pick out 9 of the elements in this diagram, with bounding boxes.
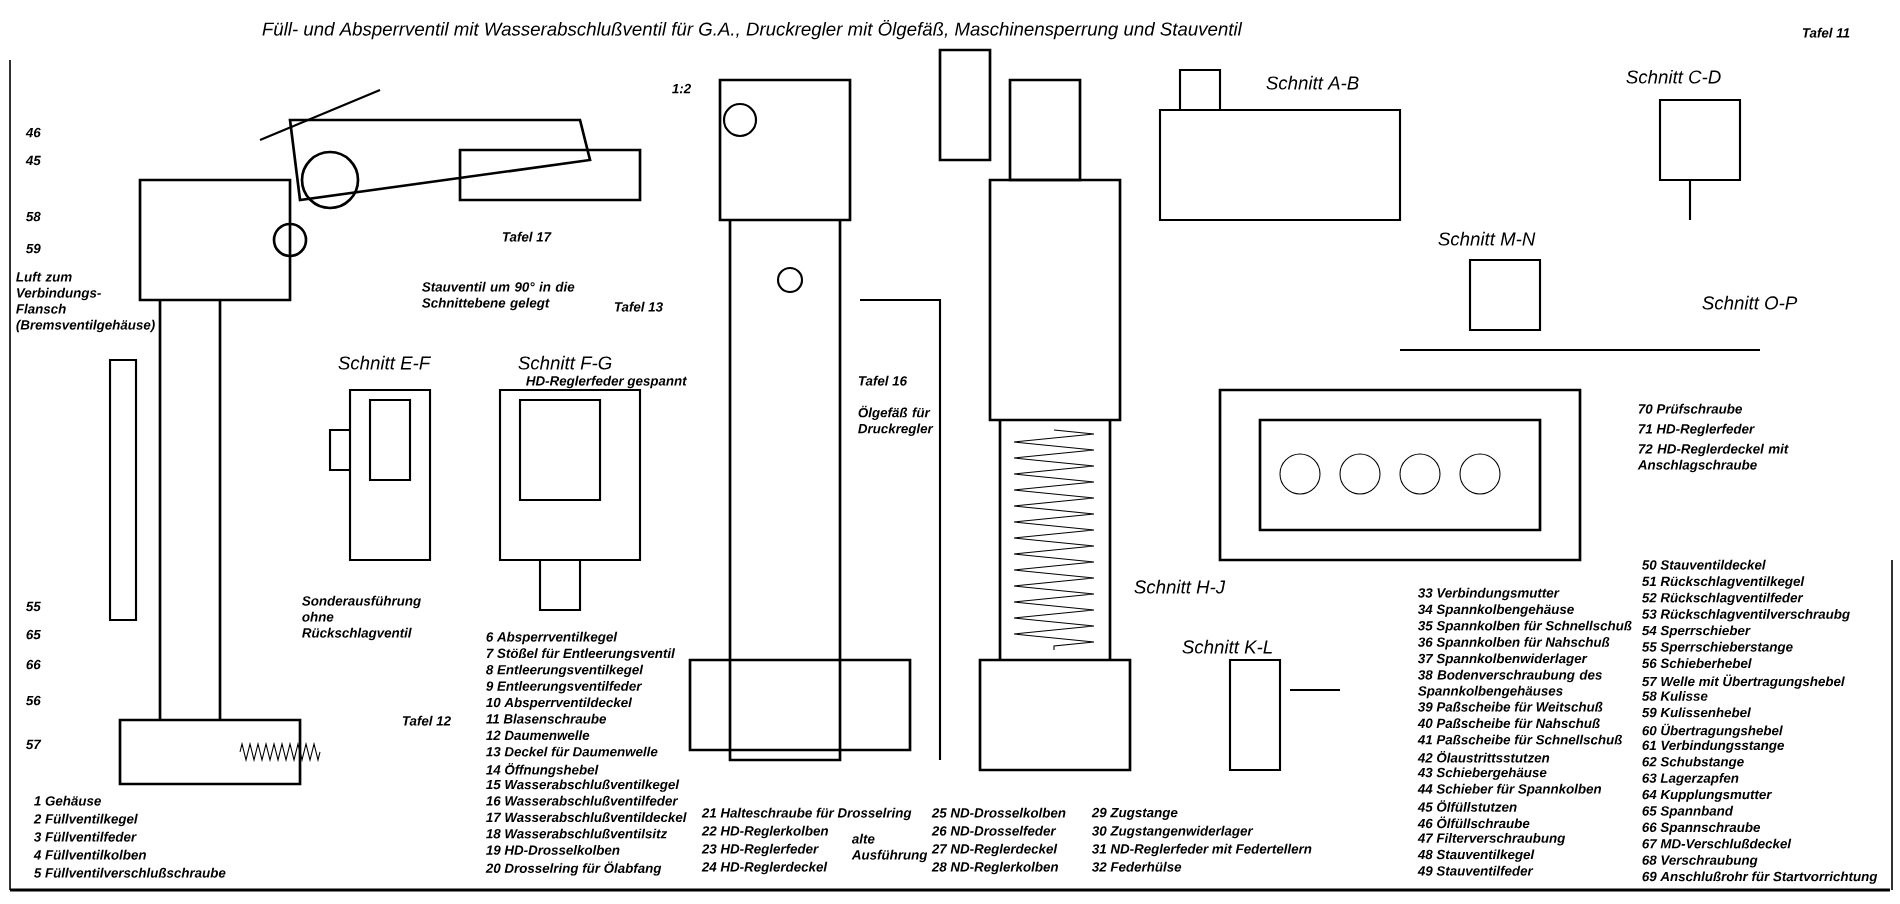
section-label: Schnitt H-J xyxy=(1134,579,1226,594)
section-label: Schnitt E-F xyxy=(338,355,432,370)
section-label: Schnitt K-L xyxy=(1182,639,1272,654)
section-label: Schnitt F-G xyxy=(518,355,612,370)
title: Füll- und Absperrventil mit Wasserabschlußventil für G.A., Druckregler mit Ölgefäß, Maschinensperrung und Stauventil xyxy=(262,19,1243,40)
section-label: Schnitt M-N xyxy=(1438,231,1536,246)
section-label: Schnitt O-P xyxy=(1702,295,1798,310)
section-label: Schnitt C-D xyxy=(1626,69,1721,84)
section-label: Schnitt A-B xyxy=(1266,75,1359,90)
